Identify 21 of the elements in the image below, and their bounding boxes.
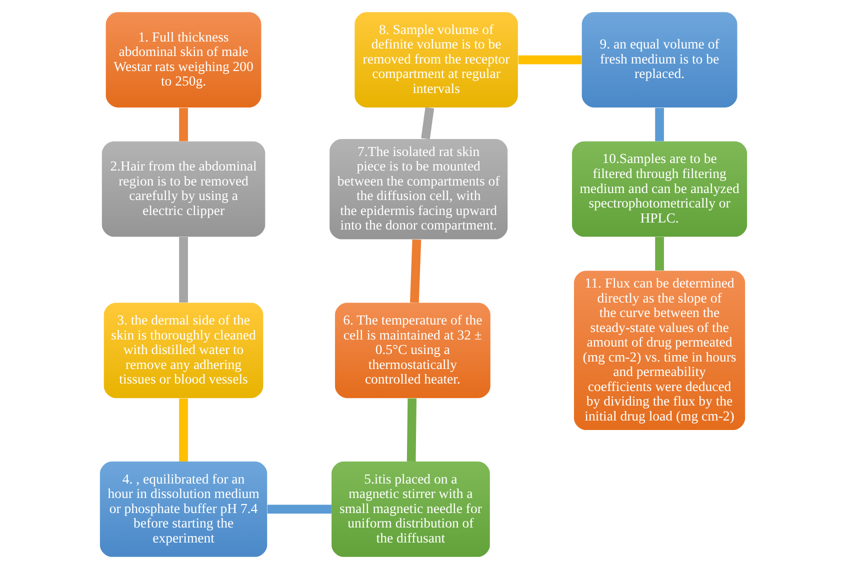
connector [178, 108, 188, 142]
node-box: 7.The isolated rat skin piece is to be mounted between the compartments of the diffusion cell, with the epidermis facing upward into the donor compartment. [329, 138, 508, 240]
node-box: 2.Hair from the abdominal region is to be removed carefully by using a electric clipper [101, 141, 265, 237]
node-box: 11. Flux can be determined directly as the slope of the curve between the steady-state values of the amount of drug permeated (mg cm-2) vs. time in hours and permeability coefficients were deduced by dividing the flux by the initial drug load (mg cm-2) [573, 270, 745, 430]
node-box: 6. The temperature of the cell is maintained at 32 ± 0.5°C using a thermostatically controlled heater. [334, 302, 490, 398]
connector [406, 398, 416, 462]
connector [178, 398, 188, 462]
connector [420, 107, 434, 140]
connector [178, 237, 188, 303]
node-box: 5.itis placed on a magnetic stirrer with a small magnetic needle for uniform distribution of the diffusant [331, 462, 490, 557]
node-box: 3. the dermal side of the skin is thoroughly cleaned with distilled water to remove any adhering tissues or blood vessels [103, 302, 263, 398]
connector [654, 108, 664, 142]
node-box: 10.Samples are to be filtered through filtering medium and can be analyzed spectrophotometrically or HPLC. [572, 141, 747, 237]
connector [654, 237, 664, 271]
node-box: 8. Sample volume of definite volume is to be removed from the receptor compartment at regular intervals [354, 12, 518, 108]
node-box: 1. Full thickness abdominal skin of male Westar rats weighing 200 to 250g. [105, 12, 261, 108]
node-box: 9. an equal volume of fresh medium is to be replaced. [581, 12, 737, 108]
connector [266, 504, 331, 514]
connector [410, 239, 421, 303]
connector [518, 55, 582, 64]
node-box: 4. , equilibrated for an hour in dissolution medium or phosphate buffer pH 7.4 before starting the experiment [99, 462, 267, 557]
